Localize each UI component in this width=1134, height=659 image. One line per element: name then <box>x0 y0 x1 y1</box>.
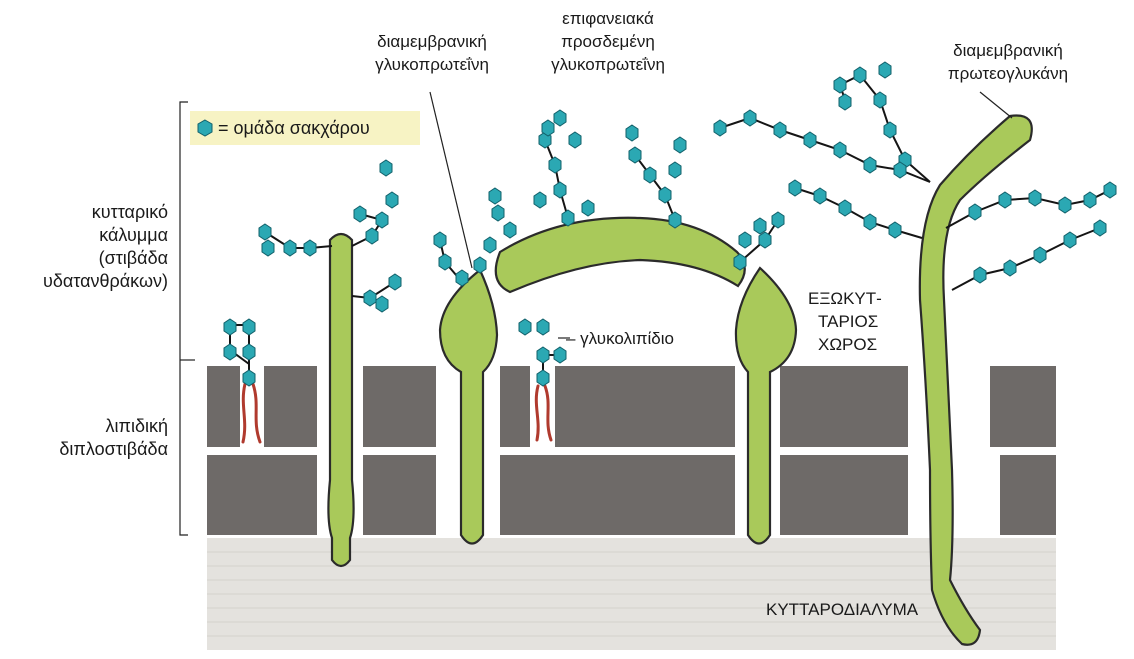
left-bracket <box>180 102 195 535</box>
tm-glycoprotein-line-1: διαμεμβρανική <box>377 32 487 51</box>
transmembrane-glycoprotein-rod <box>328 234 353 566</box>
proteoglycan-label: διαμεμβρανική πρωτεογλυκάνη <box>948 41 1068 83</box>
lipid-bilayer-line-1: λιπιδική <box>106 416 168 436</box>
surface-glycoprotein-line-3: γλυκοπρωτεΐνη <box>551 55 665 74</box>
glycolipid-tails-left <box>243 384 260 442</box>
cell-coat-line-3: (στιβάδα <box>99 248 168 268</box>
cell-coat-label: κυτταρικό κάλυμμα (στιβάδα υδατανθράκων) <box>43 202 168 291</box>
lipid-bilayer-line-2: διπλοστιβάδα <box>59 439 168 459</box>
cell-coat-line-4: υδατανθράκων) <box>43 271 168 291</box>
right-glycoprotein-sugar-chains <box>734 212 784 270</box>
cytosol-label: ΚΥΤΤΑΡΟΔΙΑΛΥΜΑ <box>766 600 919 619</box>
extracellular-line-2: ΤΑΡΙΟΣ <box>818 312 878 331</box>
legend-text: = ομάδα σακχάρου <box>218 118 370 138</box>
surface-glycoprotein-sugar-chains <box>534 110 686 228</box>
proteoglycan-sugar-chains <box>714 62 1116 290</box>
extracellular-line-3: ΧΩΡΟΣ <box>818 335 877 354</box>
surface-glycoprotein-line-2: προσδεμένη <box>561 32 655 51</box>
surface-glycoprotein-line-1: επιφανειακά <box>562 9 654 28</box>
extracellular-space-label: ΕΞΩΚΥΤ- ΤΑΡΙΟΣ ΧΩΡΟΣ <box>808 289 882 354</box>
proteoglycan-line-2: πρωτεογλυκάνη <box>948 64 1068 83</box>
extracellular-line-1: ΕΞΩΚΥΤ- <box>808 289 882 308</box>
lipid-bilayer-label: λιπιδική διπλοστιβάδα <box>59 416 168 459</box>
cell-coat-line-1: κυτταρικό <box>92 202 168 222</box>
surface-bound-glycoprotein <box>496 218 745 292</box>
sugar-hexagon-icon <box>198 120 212 136</box>
surface-glycoprotein-label: επιφανειακά προσδεμένη γλυκοπρωτεΐνη <box>551 9 665 74</box>
transmembrane-glycoprotein-label: διαμεμβρανική γλυκοπρωτεΐνη <box>375 32 489 74</box>
tm-glycoprotein-line-2: γλυκοπρωτεΐνη <box>375 55 489 74</box>
proteoglycan-line-1: διαμεμβρανική <box>953 41 1063 60</box>
cell-coat-line-2: κάλυμμα <box>99 225 168 245</box>
glycolipid-tails-center <box>536 386 551 440</box>
transmembrane-glycoprotein <box>440 270 497 544</box>
glycolipid-label: – γλυκολιπίδιο <box>566 329 674 348</box>
